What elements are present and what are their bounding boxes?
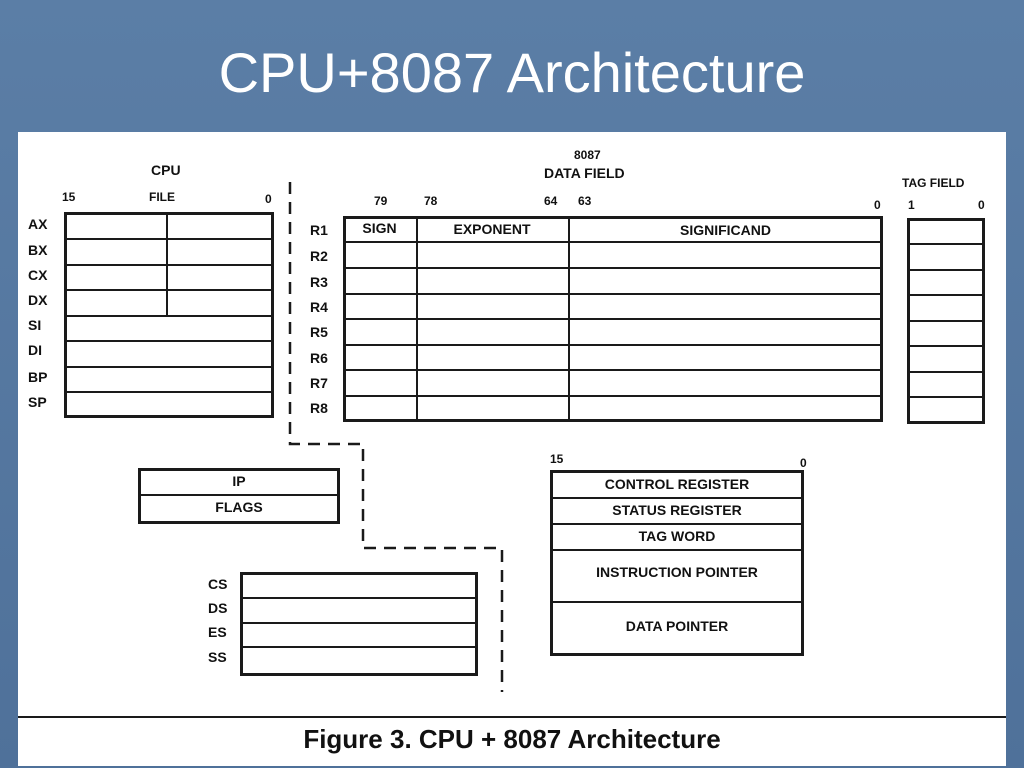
reg-label-bx: BX	[28, 242, 48, 258]
exponent-column-header: EXPONENT	[453, 221, 531, 237]
ctrl-bit-15-label: 15	[550, 452, 564, 466]
bit-0-label: 0	[874, 198, 881, 212]
fpu-row-divider	[343, 395, 883, 397]
reg-divider	[64, 289, 274, 291]
figure-caption: Figure 3. CPU + 8087 Architecture	[303, 724, 721, 754]
tag-word-label: TAG WORD	[638, 528, 716, 544]
bit-79-label: 79	[374, 194, 388, 208]
tag-row-divider	[907, 371, 985, 373]
seg-label-ds: DS	[208, 600, 228, 616]
caption-rule	[18, 716, 1006, 718]
reg-divider	[64, 264, 274, 266]
ctrl-bit-0-label: 0	[800, 456, 807, 470]
flags-label: FLAGS	[215, 499, 263, 515]
cpu-fpu-dashed-boundary	[288, 182, 504, 692]
reg-label-cx: CX	[28, 267, 48, 283]
fpu-heading-data-field: DATA FIELD	[544, 165, 625, 181]
seg-divider	[240, 622, 478, 624]
significand-column-header: SIGNIFICAND	[680, 222, 771, 238]
fpu-row-divider	[343, 267, 883, 269]
reg-divider	[64, 391, 274, 393]
fpu-label-r3: R3	[310, 274, 328, 290]
seg-label-ss: SS	[208, 649, 227, 665]
fpu-label-r2: R2	[310, 248, 328, 264]
tag-row-divider	[907, 345, 985, 347]
cpu-file-label: FILE	[149, 190, 175, 204]
seg-label-es: ES	[208, 624, 227, 640]
bit-63-label: 63	[578, 194, 592, 208]
status-register-label: STATUS REGISTER	[612, 502, 742, 518]
data-pointer-label: DATA POINTER	[625, 618, 729, 634]
seg-divider	[240, 597, 478, 599]
fpu-row-divider	[343, 241, 883, 243]
fpu-label-r8: R8	[310, 400, 328, 416]
tag-field-label: TAG FIELD	[902, 176, 965, 190]
ip-label: IP	[232, 473, 246, 489]
ctrl-divider	[550, 601, 804, 603]
tag-row-divider	[907, 294, 985, 296]
bit-78-label: 78	[424, 194, 438, 208]
fpu-row-divider	[343, 369, 883, 371]
fpu-row-divider	[343, 293, 883, 295]
reg-divider	[64, 340, 274, 342]
reg-divider	[64, 238, 274, 240]
tag-row-divider	[907, 320, 985, 322]
architecture-figure: CPU 15 FILE 0 AX BX CX DX SI DI BP SP IP…	[18, 132, 1006, 766]
reg-label-ax: AX	[28, 216, 48, 232]
fpu-label-r5: R5	[310, 324, 328, 340]
tag-row-divider	[907, 243, 985, 245]
seg-label-cs: CS	[208, 576, 228, 592]
fpu-heading-8087: 8087	[574, 148, 601, 162]
reg-divider	[64, 366, 274, 368]
control-register-label: CONTROL REGISTER	[604, 476, 750, 492]
ip-flags-divider	[138, 494, 340, 496]
bit-64-label: 64	[544, 194, 558, 208]
reg-label-bp: BP	[28, 369, 48, 385]
reg-label-sp: SP	[28, 394, 47, 410]
cpu-bit-15-label: 15	[62, 190, 76, 204]
tag-bit-0-label: 0	[978, 198, 985, 212]
control-registers-box	[550, 470, 804, 656]
reg-half-divider	[166, 212, 168, 316]
fpu-row-divider	[343, 318, 883, 320]
cpu-bit-0-label: 0	[265, 192, 272, 206]
tag-bit-1-label: 1	[908, 198, 915, 212]
tag-row-divider	[907, 269, 985, 271]
ctrl-divider	[550, 523, 804, 525]
instruction-pointer-label: INSTRUCTION POINTER	[596, 564, 758, 580]
ctrl-divider	[550, 549, 804, 551]
fpu-label-r1: R1	[310, 222, 328, 238]
slide-title: CPU+8087 Architecture	[218, 41, 806, 104]
ip-flags-box	[138, 468, 340, 524]
segment-register-box	[240, 572, 478, 676]
reg-label-dx: DX	[28, 292, 48, 308]
ctrl-divider	[550, 497, 804, 499]
tag-row-divider	[907, 396, 985, 398]
fpu-row-divider	[343, 344, 883, 346]
reg-label-si: SI	[28, 317, 42, 333]
fpu-label-r4: R4	[310, 299, 328, 315]
seg-divider	[240, 646, 478, 648]
reg-divider	[64, 315, 274, 317]
sign-column-header: SIGN	[362, 220, 397, 236]
fpu-label-r6: R6	[310, 350, 328, 366]
fpu-label-r7: R7	[310, 375, 328, 391]
cpu-heading: CPU	[151, 162, 181, 178]
reg-label-di: DI	[28, 342, 42, 358]
